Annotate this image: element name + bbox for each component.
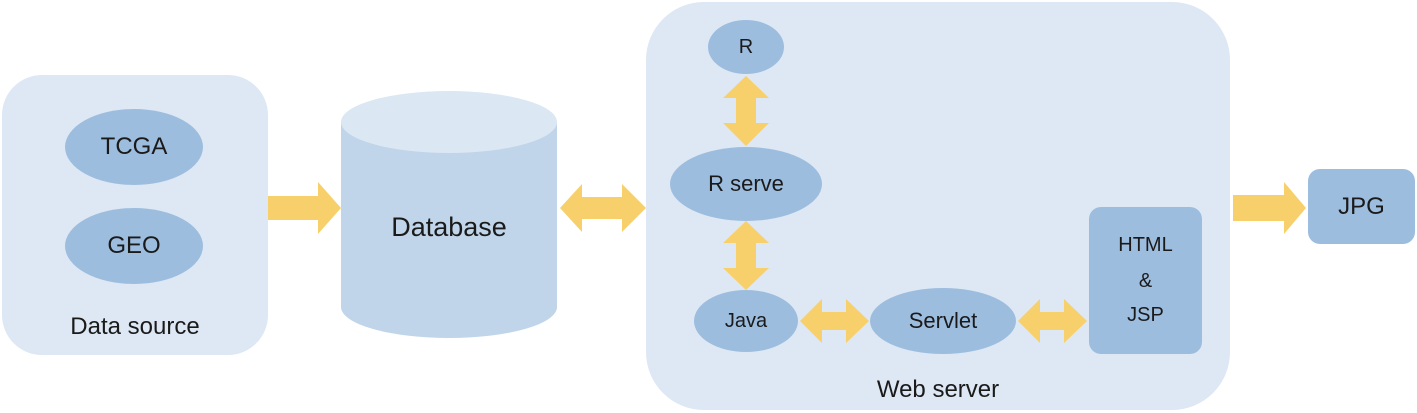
data-source-title: Data source — [70, 313, 200, 340]
geo-node — [65, 208, 203, 284]
arrow-java-servlet — [800, 299, 869, 343]
arrow-datasource-to-database — [268, 182, 341, 234]
tcga-label: TCGA — [100, 133, 168, 160]
html-jsp-node — [1089, 207, 1202, 354]
jpg-label: JPG — [1338, 193, 1385, 220]
java-label: Java — [724, 309, 768, 332]
jsp-label: JSP — [1127, 304, 1164, 326]
servlet-label: Servlet — [908, 308, 978, 333]
web-server-title: Web server — [876, 376, 1000, 403]
jpg-node — [1308, 169, 1415, 244]
tcga-node — [65, 109, 203, 185]
ampersand-label: & — [1138, 270, 1153, 292]
java-node — [694, 290, 798, 352]
database-label: Database — [391, 211, 507, 242]
database-cylinder — [341, 91, 557, 338]
arrow-webserver-to-jpg — [1233, 182, 1306, 234]
html-label: HTML — [1118, 234, 1173, 256]
rserve-label: R serve — [708, 171, 784, 196]
geo-label: GEO — [107, 232, 161, 259]
servlet-node — [870, 288, 1016, 354]
arrow-servlet-htmljsp — [1018, 299, 1087, 343]
arrow-r-rserve — [723, 76, 769, 146]
r-label: R — [738, 35, 754, 58]
rserve-node — [670, 147, 822, 221]
arrow-database-webserver — [560, 184, 646, 232]
r-node — [708, 20, 784, 74]
arrow-rserve-java — [723, 221, 769, 290]
